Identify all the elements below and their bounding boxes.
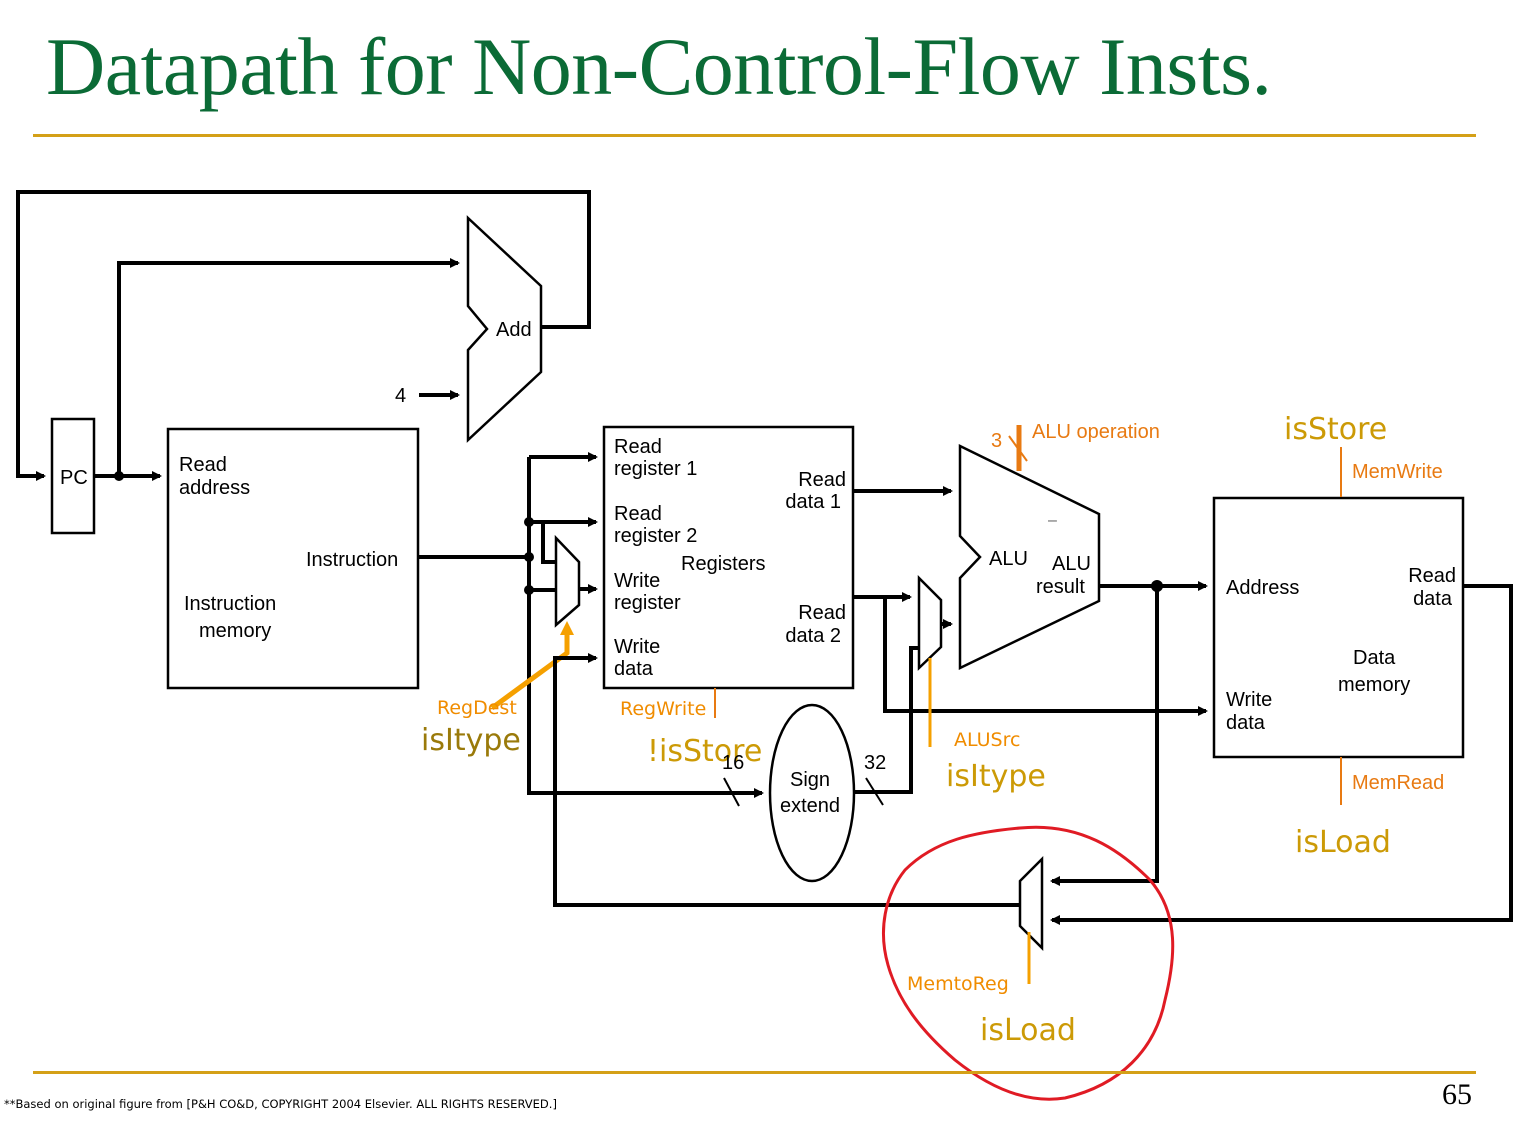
signext-name-2: extend: [780, 795, 840, 817]
reg-rr1-2: register 1: [614, 458, 697, 480]
junction-dot: [114, 471, 124, 481]
title-underline: [33, 134, 1476, 137]
dmem-name-2: memory: [1338, 674, 1410, 696]
dmem-write-data-2: data: [1226, 712, 1266, 734]
regwrite-condition: !isStore: [647, 734, 762, 769]
memtoreg-mux: [1018, 855, 1044, 952]
dmem-write-data-1: Write: [1226, 689, 1272, 711]
data-memory: [1212, 496, 1465, 759]
pc-register: [50, 417, 96, 535]
annotation-highlight-circle: [882, 825, 1175, 1101]
reg-wr-2: register: [614, 592, 681, 614]
dmem-read-data-1: Read: [1408, 565, 1456, 587]
signext-name-1: Sign: [790, 769, 830, 791]
pc-label: PC: [60, 467, 88, 489]
footer-rule: [33, 1071, 1476, 1074]
regdest-signal-label: RegDest: [437, 697, 517, 719]
reg-rr1-1: Read: [614, 436, 662, 458]
sign-extend-unit: [768, 703, 856, 883]
bus-width-slash: [723, 777, 740, 807]
alu-operation-signal-label: ALU operation: [1032, 421, 1160, 443]
reg-wr-1: Write: [614, 570, 660, 592]
signext-input-width: 16: [722, 752, 744, 774]
imem-read-address-1: Read: [179, 454, 227, 476]
reg-wd-2: data: [614, 658, 654, 680]
junction-dot: [1151, 580, 1163, 592]
slide-title: Datapath for Non-Control-Flow Insts.: [46, 21, 1272, 112]
junction-dot: [524, 552, 534, 562]
wire-pc-next: [16, 190, 591, 481]
wire-rr2-to-mux: [541, 522, 555, 564]
imem-name-1: Instruction: [184, 593, 276, 615]
reg-rr2-2: register 2: [614, 525, 697, 547]
alu-result-1: ALU: [1052, 553, 1091, 575]
wire-readdata-to-memtoreg: [1050, 584, 1513, 925]
imem-read-address-2: address: [179, 477, 250, 499]
reg-rr2-1: Read: [614, 503, 662, 525]
alu-unit: [958, 443, 1101, 670]
regdest-control-wire: [490, 621, 574, 711]
wire-pc-to-adder: [117, 258, 460, 476]
memwrite-signal-label: MemWrite: [1352, 461, 1443, 483]
page-number: 65: [1442, 1078, 1472, 1111]
adder-unit: [466, 215, 543, 443]
signext-output-width: 32: [864, 752, 886, 774]
alusrc-signal-label: ALUSrc: [954, 729, 1020, 751]
wire-rd2-to-dmem: [883, 597, 1208, 716]
imem-name-2: memory: [199, 620, 271, 642]
alu-label: ALU: [989, 548, 1028, 570]
adder-label: Add: [496, 319, 532, 341]
dmem-name-1: Data: [1353, 647, 1396, 669]
imem-instruction-port: Instruction: [306, 549, 398, 571]
adder-constant-label: 4: [395, 385, 406, 407]
bus-width-slash: [865, 777, 884, 806]
alu-result-2: result: [1036, 576, 1085, 598]
reg-wd-1: Write: [614, 636, 660, 658]
junction-dot: [524, 585, 534, 595]
junction-dot: [524, 517, 534, 527]
memwrite-condition: isStore: [1284, 412, 1387, 447]
wire-instr-bus: [527, 457, 730, 795]
alu-operation-width: 3: [991, 430, 1002, 452]
register-file: [602, 425, 855, 690]
alu-dash-mark: –: [1048, 512, 1057, 529]
memtoreg-condition: isLoad: [980, 1013, 1076, 1048]
dmem-address-port: Address: [1226, 577, 1299, 599]
regwrite-signal-label: RegWrite: [620, 698, 706, 720]
wire-alu-result-to-memtoreg: [1050, 586, 1159, 886]
reg-rd1-1: Read: [798, 469, 846, 491]
dmem-read-data-2: data: [1413, 588, 1453, 610]
memread-signal-label: MemRead: [1352, 772, 1444, 794]
reg-name: Registers: [681, 553, 765, 575]
instruction-memory: [166, 427, 420, 690]
reg-rd2-1: Read: [798, 602, 846, 624]
figure-credit: **Based on original figure from [P&H CO&…: [4, 1097, 557, 1111]
memread-condition: isLoad: [1295, 825, 1391, 860]
alusrc-condition: isItype: [946, 759, 1046, 794]
reg-rd2-2: data 2: [785, 625, 841, 647]
memtoreg-signal-label: MemtoReg: [907, 973, 1009, 995]
wire-memtoreg-to-writedata: [553, 653, 1020, 907]
regdest-mux: [554, 534, 581, 628]
wire-signext-to-alusrc: [854, 646, 920, 794]
regdest-condition: isItype: [421, 723, 521, 758]
bus-width-slash: [1008, 435, 1028, 462]
reg-rd1-2: data 1: [785, 491, 841, 513]
alusrc-mux: [917, 574, 943, 671]
